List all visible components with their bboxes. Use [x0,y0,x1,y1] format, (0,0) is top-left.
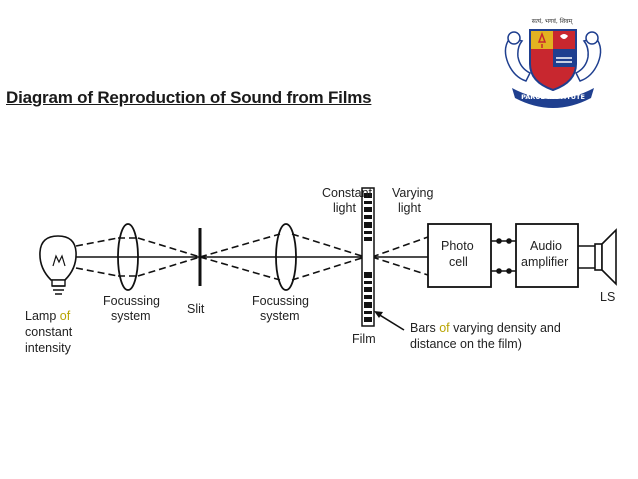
bars-note-line-1: Bars of varying density and [410,321,561,335]
bars-note-line-2: distance on the film) [410,337,522,351]
logo-name: PARUL INSTITUTE [521,93,585,101]
film-label: Film [352,332,376,346]
photo-cell-box [427,223,492,288]
slit-label: Slit [187,302,205,316]
lamp-label-line-1: Lamp of [25,309,71,323]
shield-torch-icon [537,31,547,48]
audio-amplifier-box [515,223,579,288]
light-rays [75,233,429,281]
shield-flame-icon [560,34,568,39]
varying-light-label-1: Varying [392,186,434,200]
logo-motto: सत्यं, भगवं, शिवम् [532,17,573,25]
loudspeaker-icon [594,228,617,286]
lamp-bulb-icon [39,235,77,295]
focussing-system-1-label-2: system [111,309,151,323]
right-lion-icon [574,37,602,82]
lamp-label-line-3: intensity [25,341,72,355]
focussing-lens-1-icon [117,223,139,291]
film-strip-icon [361,187,375,327]
photo-cell-label-2: cell [449,255,468,269]
right-lion-head-icon [585,31,599,45]
constant-light-label-1: Constant [322,186,373,200]
focussing-system-1-label-1: Focussing [103,294,160,308]
audio-amplifier-label-2: amplifier [521,255,568,269]
left-lion-head-icon [507,31,521,45]
institute-logo: सत्यं, भगवं, शिवम् PARUL INSTITUTE [504,17,602,108]
ls-label: LS [600,290,615,304]
connection-wires [491,238,595,274]
photo-cell-label-1: Photo [441,239,474,253]
audio-amplifier-label-1: Audio [530,239,562,253]
focussing-system-2-label-2: system [260,309,300,323]
focussing-lens-2-icon [275,223,297,291]
logo-ribbon [512,88,594,108]
arrow-head-icon [374,311,383,318]
bars-pointer-arrow [377,313,405,331]
focussing-system-2-label-1: Focussing [252,294,309,308]
shield-book-icon [556,57,572,63]
slide-title: Diagram of Reproduction of Sound from Fi… [6,88,372,107]
constant-light-label-2: light [333,201,356,215]
shield-quarter-gold [531,31,553,49]
lamp-label-line-2: constant [25,325,73,339]
left-lion-icon [504,37,532,82]
varying-light-label-2: light [398,201,421,215]
